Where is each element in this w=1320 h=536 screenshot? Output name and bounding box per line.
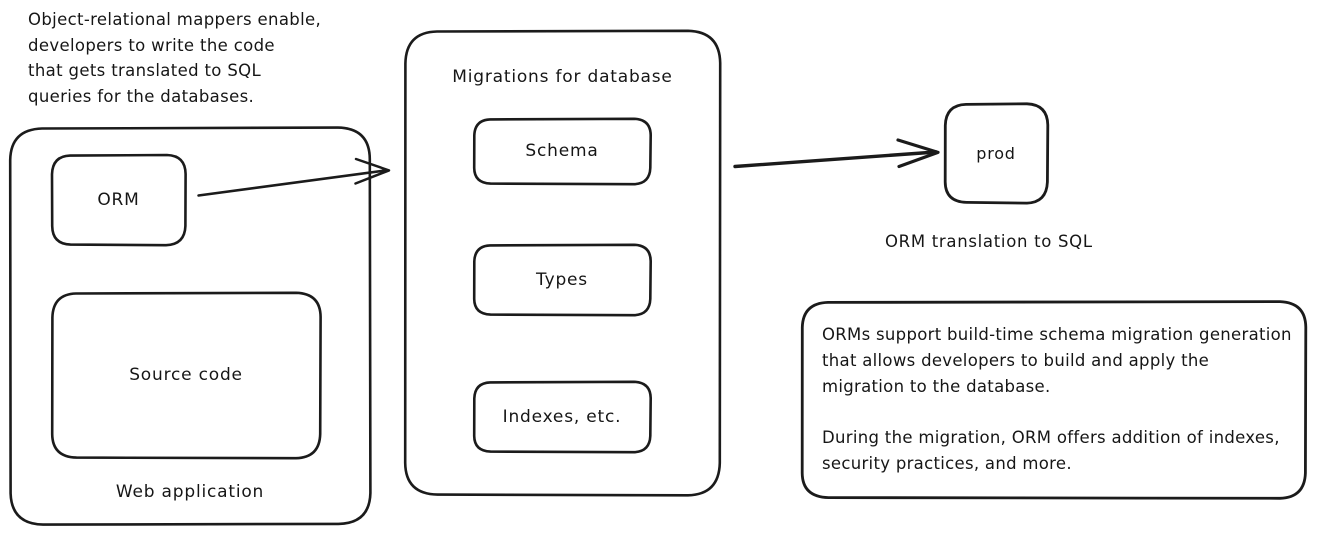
schema-label: Schema xyxy=(525,141,599,161)
types-label: Types xyxy=(536,269,588,290)
indexes-label: Indexes, etc. xyxy=(502,406,622,427)
arrow-orm-to-migrations xyxy=(197,157,391,197)
orm-translation-caption: ORM translation to SQL xyxy=(885,232,1093,251)
arrow-migrations-to-prod xyxy=(733,138,940,169)
intro-note: Object-relational mappers enable, develo… xyxy=(28,10,322,106)
orm-label: ORM xyxy=(97,189,140,210)
migrations-label: Migrations for database xyxy=(452,66,673,87)
note-card-paragraph-2: During the migration, ORM offers additio… xyxy=(822,428,1280,473)
source-code-label: Source code xyxy=(129,365,243,385)
prod-label: prod xyxy=(976,143,1016,163)
note-card-text: ORMs support build-time schema migration… xyxy=(822,322,1292,477)
note-card-paragraph-1: ORMs support build-time schema migration… xyxy=(822,325,1292,396)
web-application-label: Web application xyxy=(115,481,265,502)
